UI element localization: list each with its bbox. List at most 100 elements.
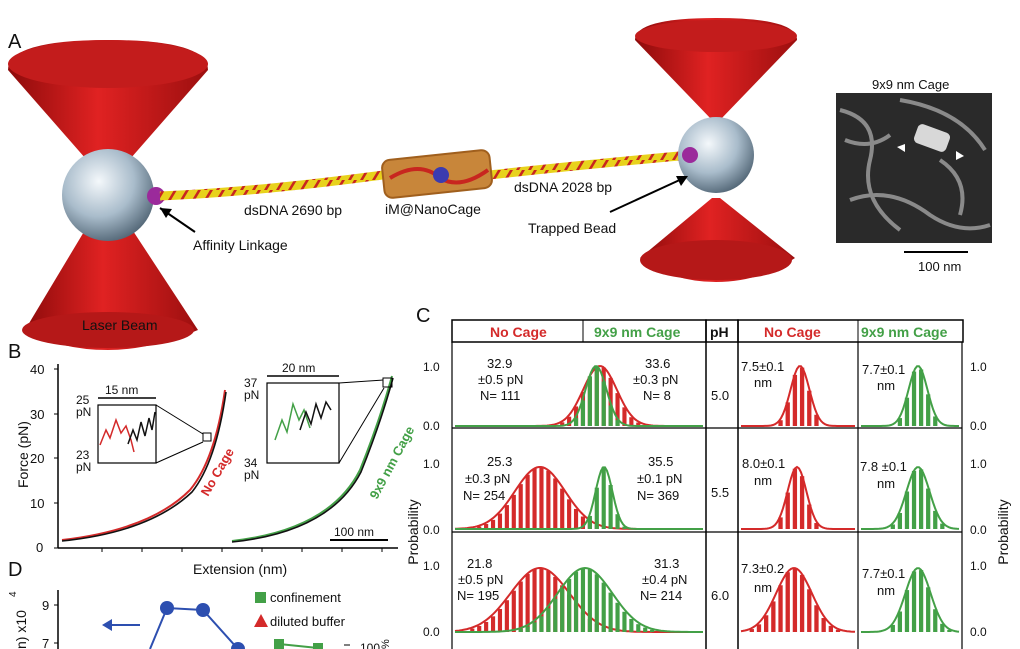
inset2-top-unit: pN: [244, 388, 259, 402]
r2-ext-nc: 8.0±0.1: [742, 456, 785, 471]
inset1-bottom-value: 23: [76, 448, 90, 462]
r1-nocage-err: ±0.5 pN: [478, 372, 523, 387]
histograms: [454, 365, 960, 633]
r3-cage-err: ±0.4 pN: [642, 572, 687, 587]
r1-ext-nc: 7.5±0.1: [741, 359, 784, 374]
label-nocage-curve: No Cage: [198, 445, 237, 498]
c-rtick-r2-top: 1.0: [970, 457, 987, 471]
legend-diluted-marker: [254, 614, 268, 627]
r3-ext-nocage-bar: [807, 589, 812, 632]
r3-ext-cage-bar: [947, 629, 952, 632]
r1-ext-nocage-bar: [785, 402, 790, 426]
r3-ext-cage-bar: [926, 587, 931, 632]
r2-ext-nocage-bar: [778, 517, 783, 529]
r1-force-nocage-bar: [622, 407, 627, 426]
c-ytick-r3-top: 1.0: [423, 559, 440, 573]
c-ytick-r1-bot: 0.0: [423, 419, 440, 433]
c-header-nocage: No Cage: [490, 324, 547, 340]
r2-force-nocage-bar: [518, 484, 523, 529]
d-arrow-left-head: [102, 619, 112, 631]
r3-ext-nocage-bar: [835, 629, 841, 632]
r3-force-cage-bar: [643, 627, 648, 632]
r1-ext-nocage-bar: [778, 420, 783, 426]
r3-force-cage-bar: [560, 588, 565, 632]
r3-force-nocage-bar: [546, 570, 551, 632]
r2-force-nocage-bar: [525, 474, 530, 529]
r1-cage-value: 33.6: [645, 356, 670, 371]
r3-force-cage-bar: [553, 598, 558, 632]
c-rtick-r2-bot: 0.0: [970, 523, 987, 537]
r2-nocage-value: 25.3: [487, 454, 512, 469]
r1-ext-cage-bar: [904, 397, 910, 426]
r3-ext-nocage-bar: [749, 629, 754, 632]
r2-ext-nocage-fit: [741, 465, 855, 530]
label-dsdna-left: dsDNA 2690 bp: [244, 202, 342, 218]
r1-force-cage-bar: [573, 417, 579, 426]
d-ylabel-exp: 4: [8, 591, 19, 597]
r3-force-nocage-bar: [504, 600, 509, 632]
r1-force-nocage-bar: [567, 416, 572, 426]
micrograph-scale-label: 100 nm: [918, 259, 961, 274]
r2-force-nocage-bar: [532, 468, 537, 529]
r2-force-nocage-bar: [504, 505, 509, 529]
r2-ext-nc-unit: nm: [754, 473, 772, 488]
dsdna-right-strand: [479, 150, 691, 181]
r2-ext-nocage-bar: [792, 468, 798, 529]
r3-force-cage-bar: [580, 568, 586, 632]
r3-force-cage-bar: [636, 624, 641, 632]
inset2-scale: 20 nm: [282, 361, 315, 375]
r3-force-cage-bar: [573, 571, 579, 632]
arrow-trapped: [609, 177, 685, 213]
r2-force-nocage-bar: [490, 519, 496, 529]
r3-force-cage-bar: [608, 592, 613, 632]
legend-diluted: diluted buffer: [270, 614, 346, 629]
r2-force-nocage-bar: [567, 499, 572, 529]
r3-ext-nocage-bar: [785, 572, 790, 632]
b-ylabel: Force (pN): [15, 421, 31, 488]
label-laser: Laser Beam: [82, 317, 157, 333]
r2-ext-cage-bar: [933, 510, 938, 529]
c-ytick-r2-bot: 0.0: [423, 523, 440, 537]
d-ylabel: n) x10: [13, 610, 29, 649]
legend-confinement: confinement: [270, 590, 341, 605]
r1-force-cage-bar: [587, 376, 592, 426]
r2-cage-err: ±0.1 pN: [637, 471, 682, 486]
d-point-1: [160, 601, 174, 615]
r3-ext-nocage-bar: [828, 625, 833, 632]
c-rtick-r3-bot: 0.0: [970, 625, 987, 639]
r3-ext-nc-unit: nm: [754, 580, 772, 595]
r3-ext-nocage-bar: [764, 615, 769, 632]
r3-nocage-value: 21.8: [467, 556, 492, 571]
d-right-unit: %: [380, 639, 392, 649]
r2-ext-cage-bar: [890, 524, 895, 529]
r1-ext-cage-bar: [926, 394, 931, 426]
right-bead: [678, 117, 754, 193]
arrow-affinity-head: [160, 208, 172, 218]
r3-force-nocage-bar: [477, 625, 482, 632]
r1-ext-cage-bar: [897, 418, 903, 426]
b-scalebar-label: 100 nm: [334, 525, 374, 539]
r3-ext-nocage-bar: [778, 585, 783, 632]
inset1-scale: 15 nm: [105, 383, 138, 397]
r2-force-nocage-bar: [511, 494, 516, 529]
panel-label-b: B: [8, 341, 21, 363]
r2-nocage-err: ±0.3 pN: [465, 471, 510, 486]
r1-ext-c: 7.7±0.1: [862, 362, 905, 377]
r2-cage-n: N= 369: [637, 488, 679, 503]
r1-force-nocage-bar: [615, 393, 620, 426]
inset1-top-value: 25: [76, 393, 90, 407]
curve-cage-black: [231, 377, 394, 543]
r3-ext-nocage-fit: [740, 567, 856, 633]
r3-force-nocage-bar: [539, 568, 544, 632]
r3-nocage-err: ±0.5 pN: [458, 572, 503, 587]
c-header-ph: pH: [710, 324, 729, 340]
r3-nocage-n: N= 195: [457, 588, 499, 603]
inset-cage: [266, 375, 393, 464]
r3-ext-cage-bar: [890, 624, 895, 632]
r2-force-cage-bar: [601, 467, 606, 529]
b-ytick-30: 30: [30, 407, 44, 422]
label-trapped: Trapped Bead: [528, 220, 616, 236]
r2-cage-value: 35.5: [648, 454, 673, 469]
r3-ext-cage-bar: [940, 623, 945, 632]
